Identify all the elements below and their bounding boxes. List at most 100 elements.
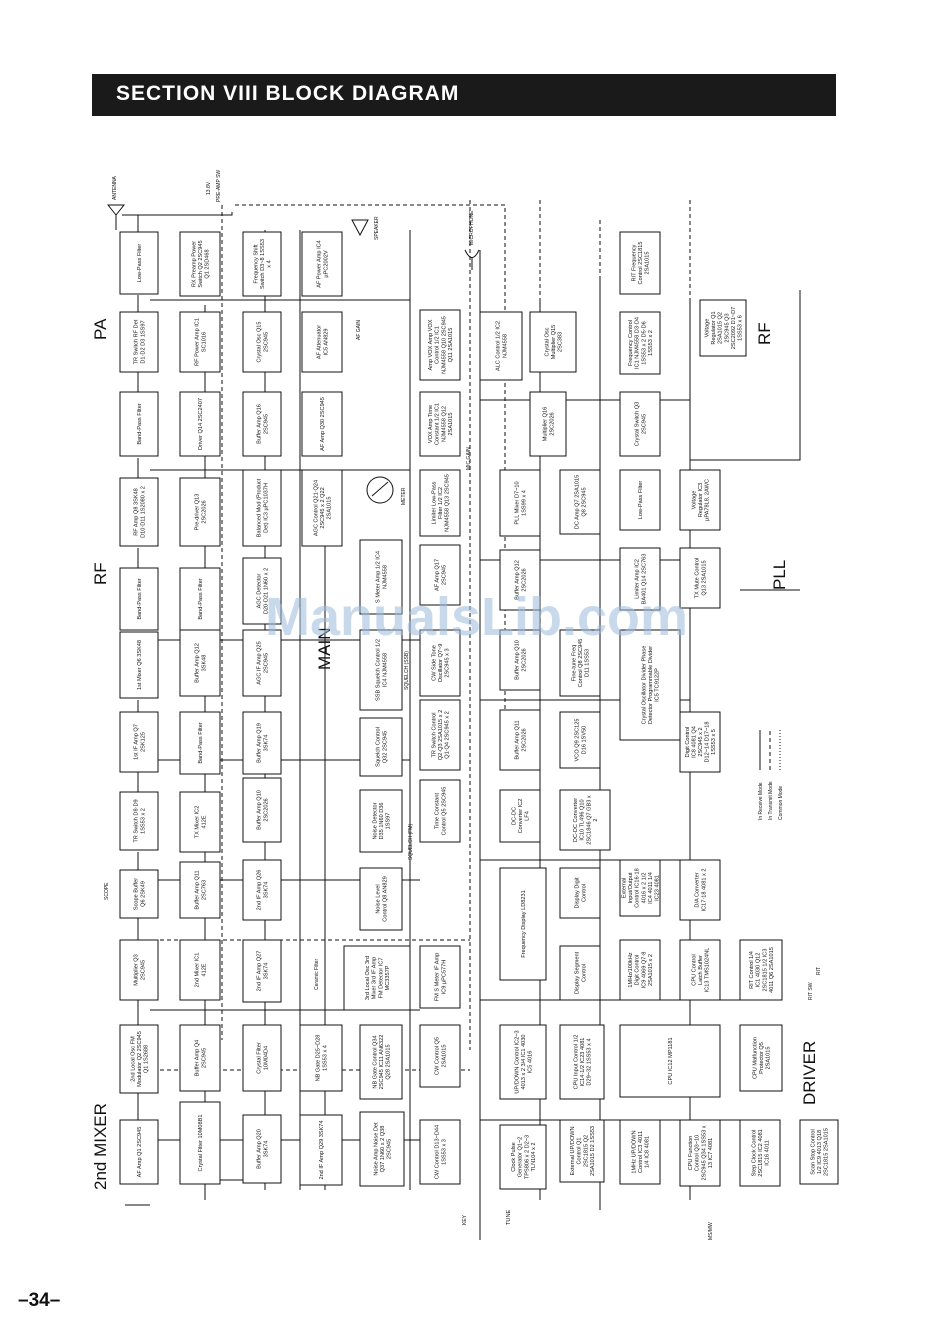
block-box [479,311,523,381]
block-label: TR Switch RF DetD1·D2 D3 1SS97 [134,319,147,364]
block-afamp2: AF Amp Q1 2SC945 [119,1119,159,1185]
block-label: Multiplier Q162SC2026 [543,407,556,442]
block-box [679,939,721,1001]
block-label: Display SegmentControl [575,951,588,994]
block-label: Display DigitControl [575,877,588,909]
block-label: 1MHz UP/DOWNControl IC3 40111/4 IC8 4081 [631,1130,650,1173]
section-banner: SECTION VIII BLOCK DIAGRAM [92,74,836,116]
speaker-label: SPEAKER [374,216,380,240]
block-box [119,711,159,773]
block-label: Crystal Filter10M04D4 [257,1042,270,1074]
block-box [359,867,403,931]
block-label: DC-DC ConverterIC10 TL496 Q102SC1846 Q7 … [573,795,599,845]
block-ritf: RIT FrequencyControl 2SC18152SA1015 [619,231,661,295]
block-cpu: CPU IC12 MP1181 [619,1024,721,1098]
block-label: DC Amp Q7 2SA1015Q8 2SC945 [575,475,588,529]
block-bufpll2: Buffer Amp Q102SC2026 [499,629,541,691]
block-extin: ExternalInput/OutputControl IC16·184016 … [619,859,661,917]
block-label: RIT FrequencyControl 2SC18152SA1015 [631,242,650,285]
block-label: AGC DetectorD20·D21 1N60 x 2 [257,568,270,614]
rit-label: RIT [816,967,822,975]
block-trsw: TR Switch RF DetD1·D2 D3 1SS97 [119,311,159,373]
mic-gain-label: MIC GAIN [466,447,472,470]
block-label: 3rd Local Osc 3rdMixer 3rd IF AmpFM Dete… [365,956,391,1000]
block-if2c: 2nd IF Amp Q29 3SK74 [299,1114,343,1186]
block-afamp3: AF Amp Q172SC945 [419,544,461,606]
block-trsw2: TR Switch D8·D91SS53 x 2 [119,791,159,851]
block-lo2: 2nd Local Osc FMModulator Q2 2SC945Q1 1S… [119,1024,159,1094]
block-cpuctl: CPU ControlLatch BufferIC13 TMS1024NL [679,939,721,1001]
block-afpwr: AF Power Amp IC4µPC2002V [301,231,343,297]
block-box [242,469,282,547]
microphone-symbol [464,249,480,270]
block-bpf4: Band-Pass Filter [179,711,221,775]
section-pa: PA [91,318,110,340]
block-pllmix: PLL Mixer D7~101SS99 x 4 [499,469,541,537]
section-driver: DRIVER [800,1041,819,1105]
block-label: Multiplier Q32SC945 [134,954,147,985]
block-box [529,311,577,373]
microphone-label: MICROPHONE [469,210,475,245]
block-mhz: 1MHz UP/DOWNControl IC3 40111/4 IC8 4081 [619,1119,661,1185]
block-box [739,1024,783,1092]
block-label: Crystal OscMultiplier Q152SC383 [544,325,563,360]
block-fmsm: FM S Meter IF AmpIC9 µPC577H [419,945,461,1009]
block-box [242,391,282,457]
block-box [359,717,403,777]
block-label: Limiter Amp IC2BA401 Q14 2SC763 [635,554,648,605]
block-box [619,547,661,611]
block-limiter: Limiter Low-PassFilter 1/2 IC2NJM4558 Q1… [419,469,461,537]
block-box [242,939,282,1003]
msmw-label: MS/MW [708,1222,714,1240]
block-label: 2nd IF Amp Q273SK74 [257,951,270,992]
block-box [419,1024,461,1088]
block-label: Band-Pass Filter [198,722,204,763]
block-label: NB Gate Control Q342SC945 IC11 AN6322Q28… [372,1035,391,1090]
block-if2b: 2nd IF Amp Q273SK74 [242,939,282,1003]
block-label: CPU ControlLatch BufferIC13 TMS1024NL [691,948,710,993]
block-label: VoltageRegulator Q12SA1015 Q22SC945 Q32S… [705,307,744,349]
block-box [499,867,547,981]
block-box [559,1119,605,1183]
block-box [179,311,221,373]
block-box [419,699,461,771]
block-box [119,631,159,699]
block-dispd: Display DigitControl [559,867,601,919]
block-afamp1: AF Amp Q30 2SC945 [301,391,343,457]
block-label: SSB Squelch Control 1/2IC4 NJM4558 [376,639,389,701]
block-label: Low-Pass Filter [638,481,644,520]
page-number: –34– [18,1290,61,1311]
block-box [242,311,282,373]
block-label: Time ConstantControl Q5 2SC945 [435,787,448,836]
block-box [619,231,661,295]
block-dadc: D/A ConverterIC17·18 4081 x 2 [679,859,721,921]
block-box [179,1101,221,1185]
block-label: RIT Control 1/4IC1 4030 Q122SC1815 1/2 I… [749,947,775,993]
block-box [499,709,541,771]
block-label: Noise LevelControl Q8 AN829 [376,876,389,921]
block-label: 2nd Local Osc FMModulator Q2 2SC945Q1 1S… [130,1031,149,1087]
block-xsw: Crystal Switch Q32SC945 [619,391,661,457]
block-balmod: Balanced Mod (ProductDet) IC3 µPC1037H [242,469,282,547]
block-box [499,549,541,611]
block-box [119,869,159,919]
legend-common: Common Mode [778,786,784,820]
rit-sw-label: RIT SW [808,982,814,1000]
block-cwside: CW Side ToneOscillator Q7~92SC945 x 3 [419,629,461,697]
block-label: FM S Meter IF AmpIC9 µPC577H [435,953,448,1002]
block-label: ALC Control 1/2 IC2NJM4558 [496,321,509,371]
block-box [559,629,601,697]
block-mult3: Multiplier Q162SC2026 [529,391,567,457]
block-mix2: 2nd Mixer IC1412E [179,939,221,1001]
block-label: VOX Amp TimeConstant 1/2 IC1NJM4558 Q122… [428,403,454,445]
block-noiseamp: Noise Amp Noise DetQ37 1N60 x 2 Q382SC94… [359,1111,405,1187]
af-gain-label: AF GAIN [356,320,362,340]
block-box [301,231,343,297]
block-nbgc: NB Gate Control Q342SC945 IC11 AN6322Q28… [359,1024,403,1100]
block-label: Clock PulseGenerator Q1~2TPS806 x 2 D2~3… [511,1135,537,1179]
block-box [242,629,282,697]
block-box [499,1024,547,1100]
block-label: CW Side ToneOscillator Q7~92SC945 x 3 [431,644,450,683]
block-box [179,791,221,853]
block-agcif: AGC IF Amp Q252SC945 [242,629,282,697]
